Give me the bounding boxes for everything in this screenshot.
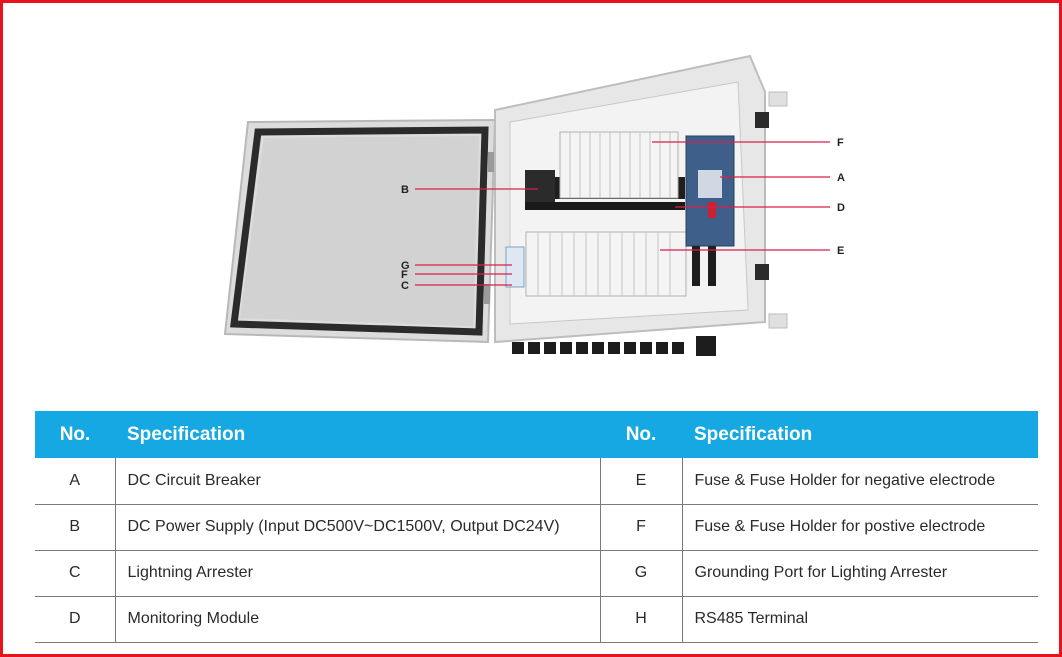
callout-label-a: A [837, 172, 845, 184]
door-gasket [230, 126, 489, 336]
row-spec-right: Fuse & Fuse Holder for postive electrode [682, 504, 1038, 551]
latch-bottom [755, 264, 769, 280]
table-header-row: No. Specification No. Specification [35, 411, 1038, 458]
row-code-right: E [600, 458, 683, 505]
combiner-box-illustration: F A D E B G F C [220, 52, 860, 372]
callout-label-e: E [837, 245, 844, 257]
header-specification-right: Specification [682, 411, 1038, 458]
row-code-left: A [35, 458, 116, 505]
table-row: B DC Power Supply (Input DC500V~DC1500V,… [35, 504, 1038, 551]
hinge-bottom [484, 284, 490, 304]
callout-lines [415, 141, 830, 286]
mounting-bracket-bottom [768, 313, 788, 329]
row-code-right: G [600, 550, 683, 597]
table-row: C Lightning Arrester G Grounding Port fo… [35, 550, 1038, 597]
table-row: A DC Circuit Breaker E Fuse & Fuse Holde… [35, 458, 1038, 505]
lightning-arrester [505, 246, 525, 288]
monitoring-module [525, 202, 685, 210]
callout-label-b: B [401, 184, 409, 196]
callout-label-f-left: F [401, 269, 408, 281]
row-code-right: F [600, 504, 683, 551]
fuse-holders-negative [525, 231, 687, 297]
callout-label-f: F [837, 137, 844, 149]
row-spec-right: Fuse & Fuse Holder for negative electrod… [682, 458, 1038, 505]
row-spec-right: Grounding Port for Lighting Arrester [682, 550, 1038, 597]
breaker-terminal-2 [708, 246, 716, 286]
row-spec-right: RS485 Terminal [682, 596, 1038, 643]
breaker-indicator [708, 202, 716, 218]
specification-table: No. Specification No. Specification A DC… [35, 411, 1038, 643]
header-no-left: No. [35, 411, 115, 458]
breaker-terminal-1 [692, 246, 700, 286]
row-spec-left: DC Power Supply (Input DC500V~DC1500V, O… [115, 504, 601, 551]
row-code-left: B [35, 504, 116, 551]
callout-label-g: G [401, 260, 410, 272]
callout-label-c: C [401, 280, 409, 292]
mounting-bracket-top [768, 91, 788, 107]
header-no-right: No. [600, 411, 682, 458]
row-spec-left: Lightning Arrester [115, 550, 601, 597]
hinge-top [488, 152, 494, 172]
cable-glands [512, 336, 716, 356]
fuse-holder-lines-negative [537, 232, 671, 296]
fuse-holder-lines-positive [569, 132, 671, 198]
header-specification-left: Specification [115, 411, 600, 458]
callout-label-d: D [837, 202, 845, 214]
row-spec-left: Monitoring Module [115, 596, 601, 643]
door-panel [240, 136, 479, 326]
row-code-right: H [600, 596, 683, 643]
row-spec-left: DC Circuit Breaker [115, 458, 601, 505]
breaker-handle [698, 170, 722, 198]
table-row: D Monitoring Module H RS485 Terminal [35, 596, 1038, 643]
row-code-left: D [35, 596, 116, 643]
combiner-box-drawing: F A D E B G F C [223, 54, 845, 356]
row-code-left: C [35, 550, 116, 597]
latch-top [755, 112, 769, 128]
